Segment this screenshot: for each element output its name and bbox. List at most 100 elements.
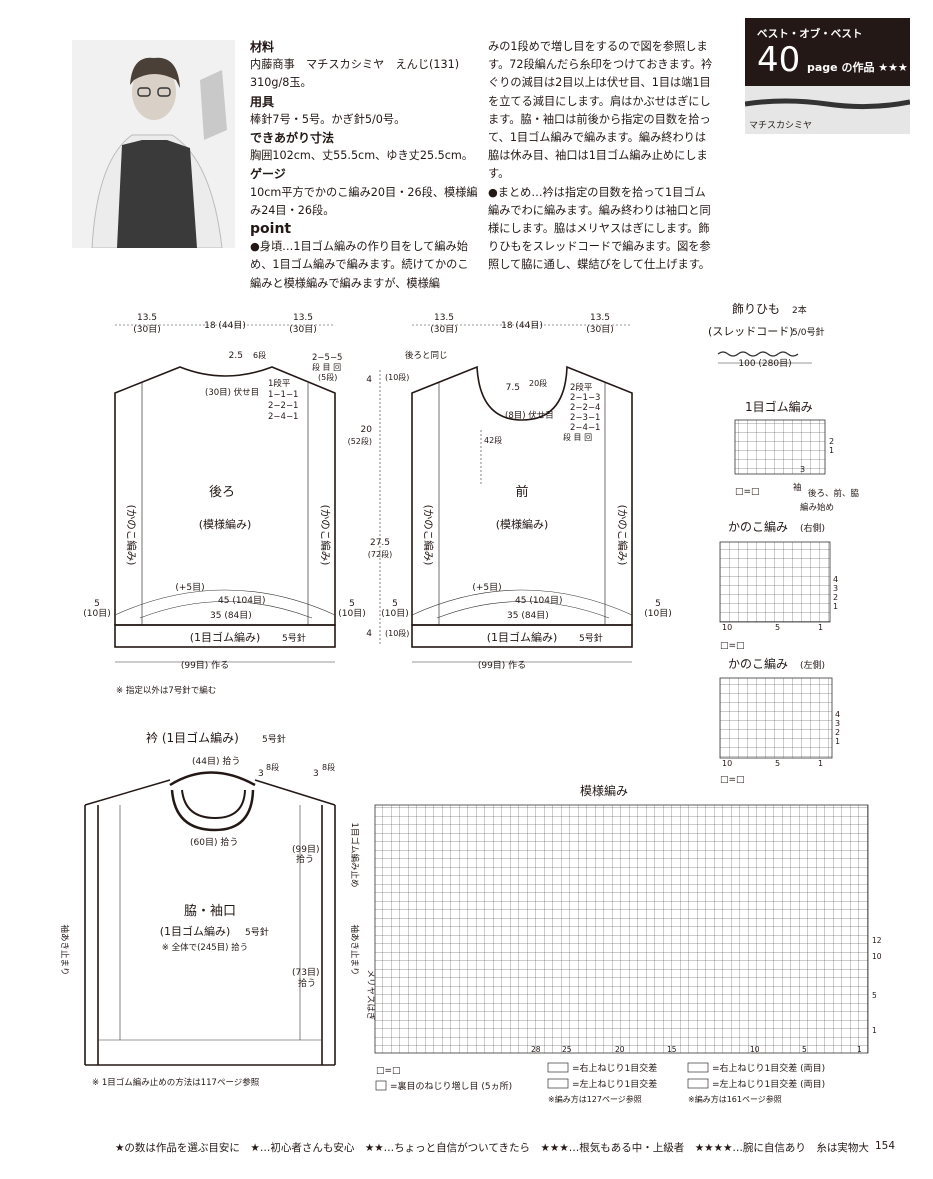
rib-n3: 3: [800, 465, 805, 474]
kanoko-l-title: かのこ編み: [728, 656, 788, 671]
kanoko-right-chart: かのこ編み (右側) 10 5 1 4 3 2 1 □=□: [719, 519, 838, 651]
vertical-dimensions: 4 (10段) 20 (52段) 27.5 (72段) 4 (10段): [348, 370, 409, 645]
rib-chart-title: 1目ゴム編み: [745, 399, 813, 414]
back-neck-s: 6段: [253, 350, 266, 360]
collar-side-diagram: 衿 (1目ゴム編み) 5号針 (44目) 拾う (60目) 拾う 3 8段 3 …: [59, 730, 376, 1088]
back-w2: 13.5: [293, 313, 313, 323]
intro-column-1: 材料 内藤商事 マチスカシミヤ えんじ(131) 310g/8玉。 用具 棒針7…: [250, 38, 478, 293]
pattern-r10: 10: [872, 952, 882, 961]
kanoko-l-n3: 3: [835, 719, 840, 728]
front-w2s: (30目): [586, 324, 613, 335]
collar-opening-right: 袖あき止まり: [349, 924, 360, 975]
back-r5: 5: [349, 599, 355, 609]
back-cast: (99目) 作る: [181, 659, 229, 671]
mid-cs: (72段): [368, 549, 392, 559]
footer-legend: ★の数は作品を選ぶ目安に ★…初心者さんも安心 ★★…ちょっと自信がついてきたら…: [115, 1142, 869, 1154]
kanoko-r-legend: □=□: [720, 641, 745, 651]
back-wc: 18 (44目): [204, 320, 246, 331]
pattern-chart: 模様編み 28 25 20 15 10 5 1 12 10 5 1 □=□ =裏…: [374, 783, 882, 1104]
front-cast: (99目) 作る: [478, 659, 526, 671]
kanoko-l-10: 10: [722, 759, 732, 768]
collar-p99b: 拾う: [296, 853, 314, 865]
pattern-l4: =左上ねじり1目交差: [572, 1078, 657, 1090]
tools-heading: 用具: [250, 94, 275, 109]
front-wc: 18 (44目): [501, 320, 543, 331]
pattern-l5: =右上ねじり1目交差 (両目): [712, 1062, 825, 1074]
back-bind: (30目) 伏せ目: [205, 387, 259, 398]
front-dec: 2段平: [570, 382, 593, 393]
front-b35: 35 (84目): [507, 610, 549, 621]
pattern-r1: 1: [872, 1026, 877, 1035]
collar-opening-left: 袖あき止まり: [59, 924, 70, 975]
size-text: 胸囲102cm、丈55.5cm、ゆき丈25.5cm。: [250, 149, 474, 163]
series-tag: ベスト・オブ・ベスト 40 page の作品 ★★★: [745, 18, 910, 86]
kanoko-left-chart: かのこ編み (左側) 10 5 1 4 3 2 1 □=□: [719, 656, 840, 785]
cord-title: 飾りひも: [732, 302, 780, 316]
front-b45: 45 (104目): [515, 595, 563, 606]
pattern-c28: 28: [531, 1045, 541, 1054]
collar-e8b: 8段: [322, 762, 335, 772]
kanoko-r-n4: 4: [833, 575, 838, 584]
front-same: 後ろと同じ: [405, 350, 448, 361]
front-depth: 42段: [484, 435, 502, 445]
mid-ds: (10段): [385, 628, 409, 638]
side-rib: (1目ゴム編み): [160, 924, 231, 938]
rib-n1: 1: [829, 446, 834, 455]
front-title: 前: [515, 484, 528, 500]
collar-p99: (99目): [292, 844, 319, 855]
front-bind: (8目) 伏せ目: [505, 410, 554, 421]
collar-p73: (73目): [292, 967, 319, 978]
front-r5s: (10目): [644, 608, 671, 619]
pattern-r12: 12: [872, 936, 882, 945]
kanoko-r-n2: 2: [833, 593, 838, 602]
collar-e3: 3: [258, 769, 264, 779]
mid-a: 4: [366, 375, 372, 385]
point-text-2: みの1段めで増し目をするので図を参照します。72段編んだら糸印をつけておきます。…: [488, 40, 713, 181]
front-stitch: (模様編み): [496, 517, 549, 531]
pattern-ref2: ※編み方は161ページ参照: [688, 1094, 782, 1104]
point-text-1: ●身頃…1目ゴム編みの作り目をして編み始め、1目ゴム編みで編みます。続けてかのこ…: [250, 240, 469, 290]
front-rib: (1目ゴム編み): [487, 630, 558, 644]
front-inc: (+5目): [472, 582, 501, 593]
front-d4: 2−4−1: [570, 423, 600, 433]
materials-text: 内藤商事 マチスカシミヤ えんじ(131) 310g/8玉。: [250, 58, 460, 90]
pattern-c15: 15: [667, 1045, 677, 1054]
gauge-heading: ゲージ: [250, 167, 286, 182]
collar-stop: 1目ゴム編み止め: [349, 823, 360, 888]
yarn-label: マチスカシミヤ: [749, 121, 813, 131]
front-d5: 段 目 回: [563, 432, 592, 442]
kanoko-l-side: (左側): [800, 659, 825, 671]
kanoko-r-n1: 1: [833, 602, 838, 611]
collar-mery: メリヤスはぎ: [365, 969, 376, 1021]
finishing-text: ●まとめ…衿は指定の目数を拾って1目ゴム編みでわに編みます。編み終わりは袖口と同…: [488, 185, 711, 272]
mid-d: 4: [366, 629, 372, 639]
pattern-l6: =左上ねじり1目交差 (両目): [712, 1078, 825, 1090]
cord-count: 2本: [792, 304, 807, 316]
collar-note: ※ 1目ゴム編み止めの方法は117ページ参照: [92, 1077, 260, 1088]
front-neck: 7.5: [506, 383, 520, 393]
back-w1s: (30目): [133, 324, 160, 335]
back-rib: (1目ゴム編み): [190, 630, 261, 644]
pattern-c1: 1: [857, 1045, 862, 1054]
rib-start: 編み始め: [800, 502, 834, 513]
series-name: ベスト・オブ・ベスト: [757, 28, 863, 40]
cord-sub: (スレッドコード): [708, 325, 794, 338]
back-w1: 13.5: [137, 313, 157, 323]
back-sh3: (5段): [318, 372, 337, 382]
collar-e8: 8段: [266, 762, 279, 772]
front-l5: 5: [392, 599, 398, 609]
series-page-label: page の作品 ★★★: [807, 61, 908, 74]
front-body-diagram: 13.5 (30目) 18 (44目) 13.5 (30目) (1目ゴム編み) …: [381, 313, 671, 671]
kanoko-r-n3: 3: [833, 584, 838, 593]
front-d2: 2−2−4: [570, 403, 600, 413]
kanoko-r-5: 5: [775, 623, 780, 632]
collar-needle: 5号針: [262, 733, 286, 745]
back-b35: 35 (84目): [210, 610, 252, 621]
back-needle: 5号針: [282, 632, 306, 644]
front-d1: 2−1−3: [570, 393, 600, 403]
pattern-c10: 10: [750, 1045, 760, 1054]
mid-bs: (52段): [348, 436, 372, 446]
kanoko-l-n2: 2: [835, 728, 840, 737]
front-w2: 13.5: [590, 313, 610, 323]
